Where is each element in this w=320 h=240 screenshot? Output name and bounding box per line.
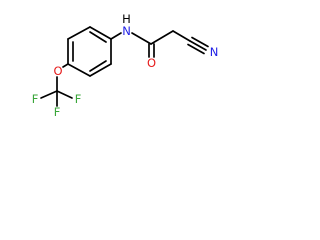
ring-to-nh-bond <box>110 32 122 40</box>
ring-to-o-bond <box>62 63 69 68</box>
benzene-ring <box>67 26 112 77</box>
carbonyl-oxygen-label: O <box>147 56 156 70</box>
ring-bond <box>89 63 112 77</box>
atom-labels: N H O N O F F F <box>32 12 219 119</box>
nitrile-triple-bond <box>191 36 209 48</box>
fluorine-left-label: F <box>32 92 39 106</box>
nh-to-carbonyl-bond <box>131 32 152 45</box>
carbonyl-to-ch2-bond <box>150 30 174 45</box>
chemical-structure-diagram: N H O N O F F F <box>32 12 219 119</box>
cyanoacetamide-chain <box>110 30 209 58</box>
ring-double-bond <box>89 60 107 72</box>
ring-bond <box>67 63 91 77</box>
nitrile-triple-bond <box>189 40 207 51</box>
fluorine-bottom-label: F <box>54 105 61 119</box>
trifluoromethoxy-group <box>40 63 73 107</box>
ring-bond <box>67 26 91 40</box>
amide-nitrogen-label: N <box>122 24 131 38</box>
ch2-to-cn-bond <box>172 30 191 42</box>
ring-bond <box>89 26 112 40</box>
fluorine-right-label: F <box>75 92 82 106</box>
c-f-bond <box>40 90 58 99</box>
nitrile-triple-bond <box>187 43 205 55</box>
c-f-bond <box>56 90 73 99</box>
amide-hydrogen-label: H <box>122 12 131 26</box>
ether-oxygen-label: O <box>53 64 62 78</box>
ring-double-bond <box>89 31 107 43</box>
nitrile-nitrogen-label: N <box>210 45 219 59</box>
